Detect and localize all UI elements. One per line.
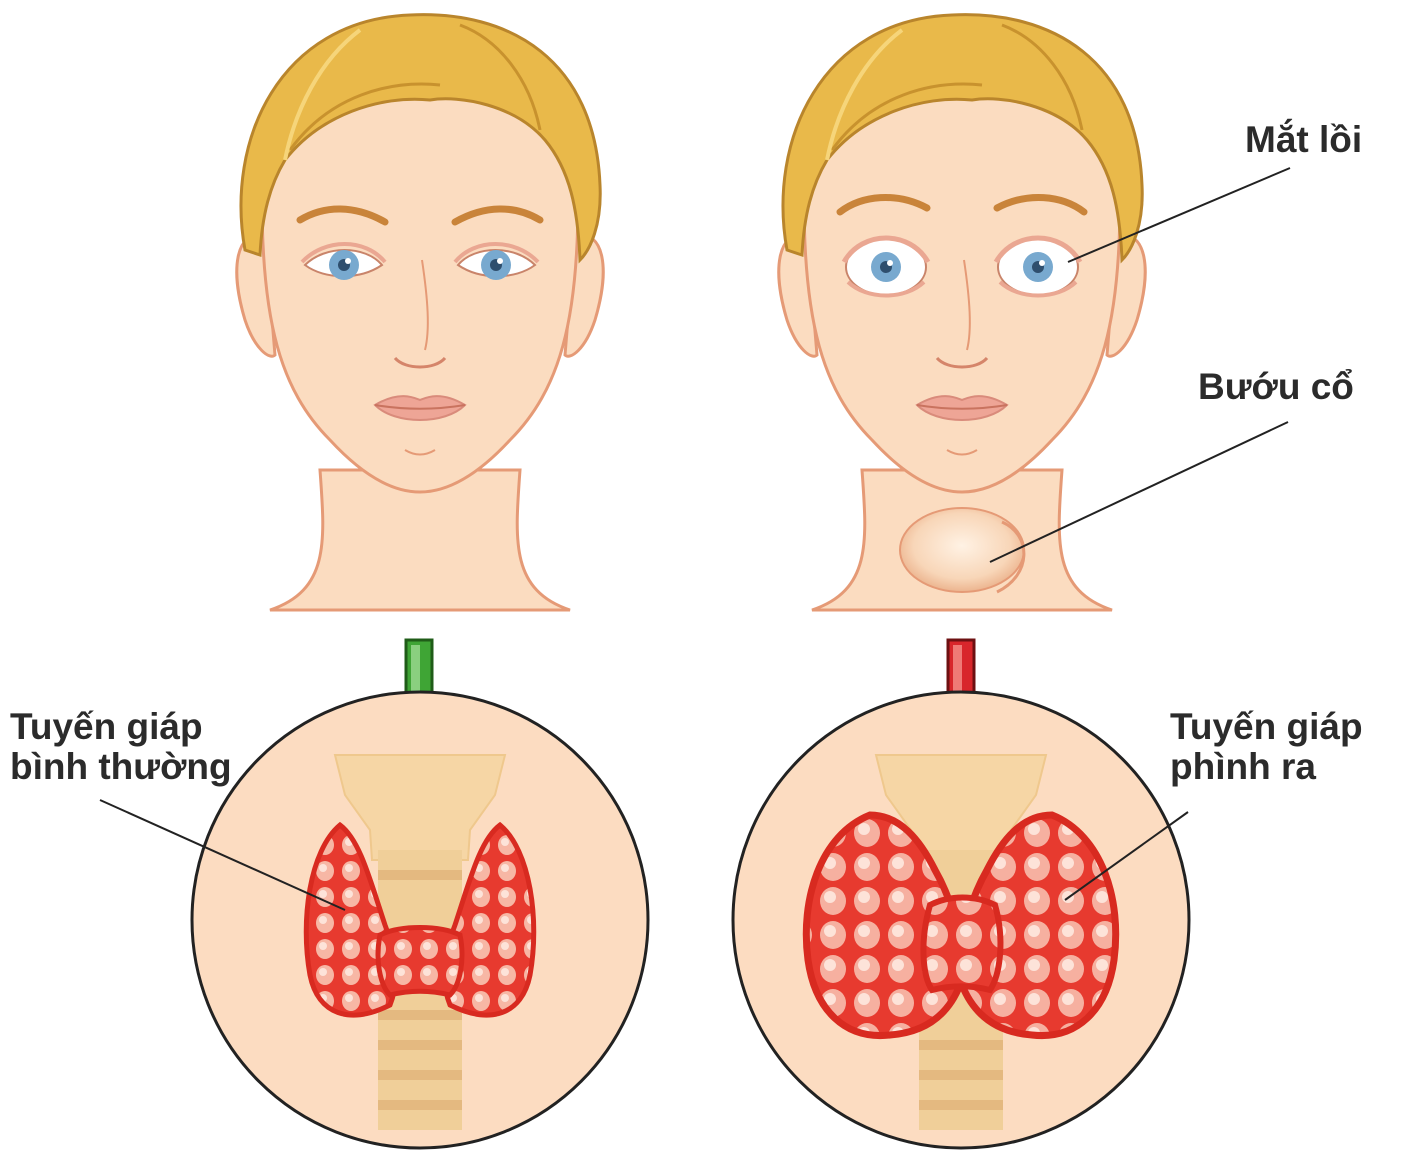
- label-enlarged-thyroid-line2: phình ra: [1170, 747, 1363, 787]
- label-bulging-eyes: Mắt lồi: [1245, 120, 1362, 160]
- normal-thyroid-inset: [192, 692, 648, 1148]
- face-normal: [237, 15, 603, 610]
- bulging-eye-left: [844, 238, 928, 296]
- goiter-swelling: [900, 508, 1024, 592]
- bulging-eye-right: [996, 238, 1080, 296]
- label-normal-thyroid-line2: bình thường: [10, 747, 232, 787]
- enlarged-thyroid-inset: [733, 692, 1189, 1148]
- label-normal-thyroid-line1: Tuyến giáp: [10, 707, 232, 747]
- label-normal-thyroid: Tuyến giáp bình thường: [10, 707, 232, 787]
- label-goiter: Bướu cổ: [1198, 367, 1354, 407]
- label-enlarged-thyroid-line1: Tuyến giáp: [1170, 707, 1363, 747]
- face-hyperthyroid: [779, 15, 1145, 610]
- label-enlarged-thyroid: Tuyến giáp phình ra: [1170, 707, 1363, 787]
